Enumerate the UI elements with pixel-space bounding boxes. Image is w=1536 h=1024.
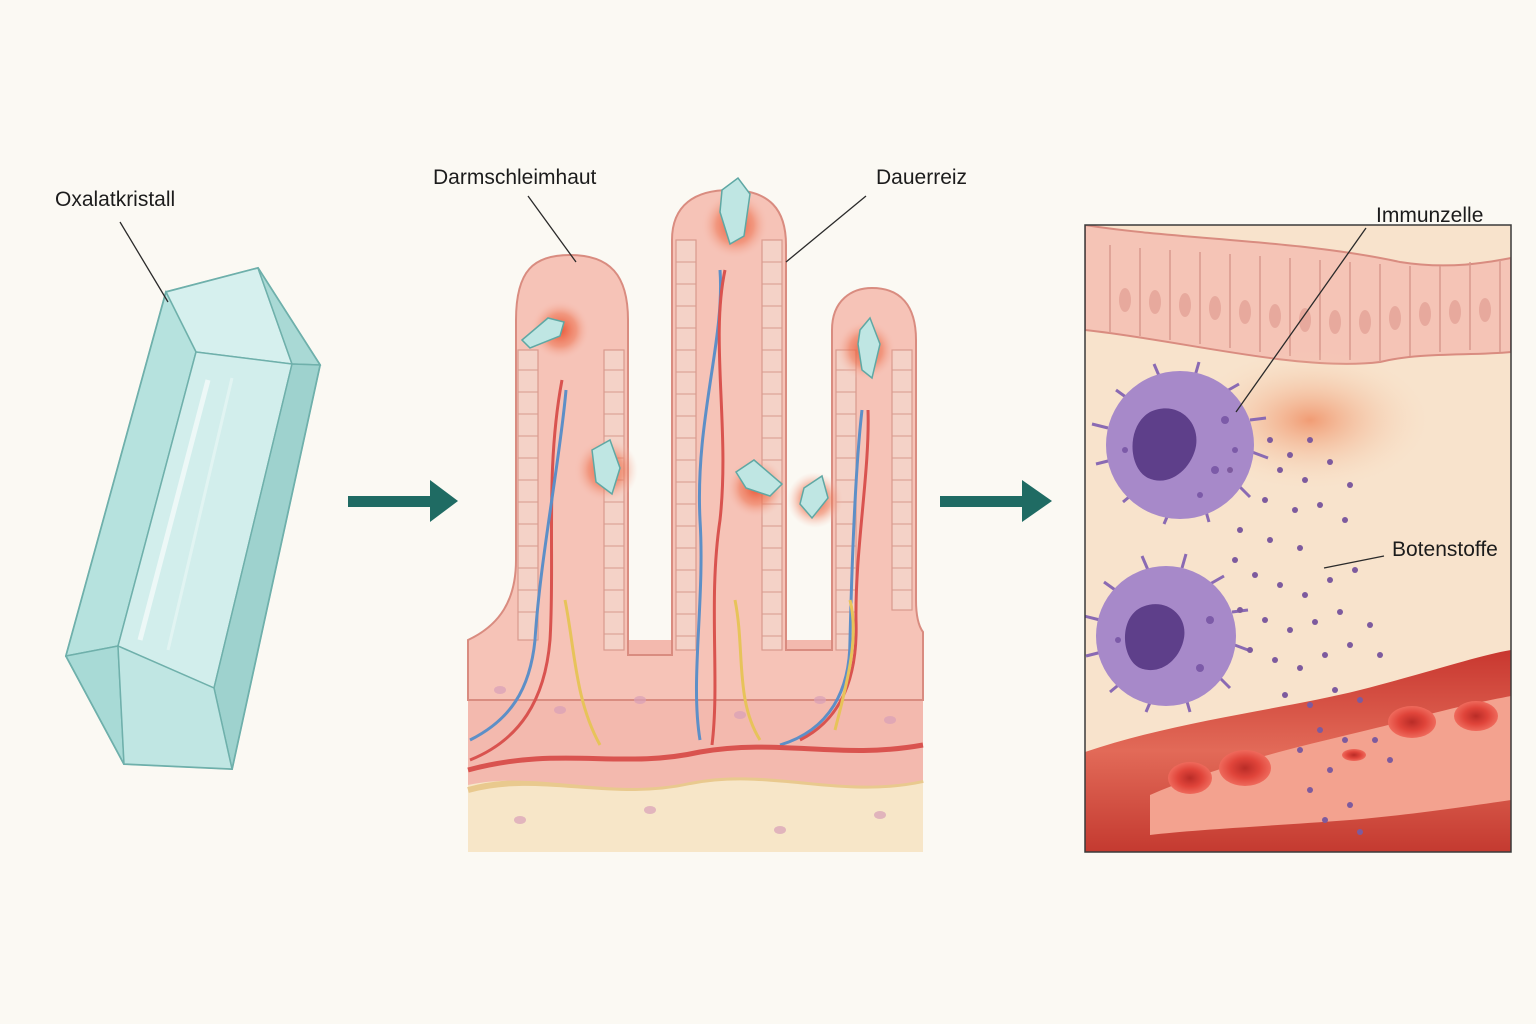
immune-cell-leader-line [1235, 227, 1367, 413]
intestinal-mucosa-panel [467, 176, 924, 852]
crystal-label: Oxalatkristall [55, 188, 175, 211]
mucosa-label: Darmschleimhaut [433, 166, 597, 189]
irritation-leader-line [785, 195, 867, 263]
arrow-right-icon [348, 480, 458, 522]
irritation-label: Dauerreiz [876, 166, 967, 189]
immune-cell [1091, 361, 1269, 525]
immune-cell-label: Immunzelle [1376, 204, 1483, 227]
messengers-label: Botenstoffe [1392, 538, 1498, 561]
immune-panel-border [1084, 224, 1512, 853]
crystal-leader-line [119, 221, 169, 303]
mucosa-leader-line [527, 195, 577, 263]
messenger-molecules [1227, 437, 1393, 835]
immune-response-panel [1085, 225, 1511, 852]
red-blood-cell [1168, 701, 1498, 794]
small-crystal [520, 176, 881, 520]
messengers-leader-line [1323, 555, 1385, 569]
oxalate-crystal [64, 266, 322, 771]
arrow-right-icon [940, 480, 1052, 522]
immune-cell [1085, 553, 1249, 713]
